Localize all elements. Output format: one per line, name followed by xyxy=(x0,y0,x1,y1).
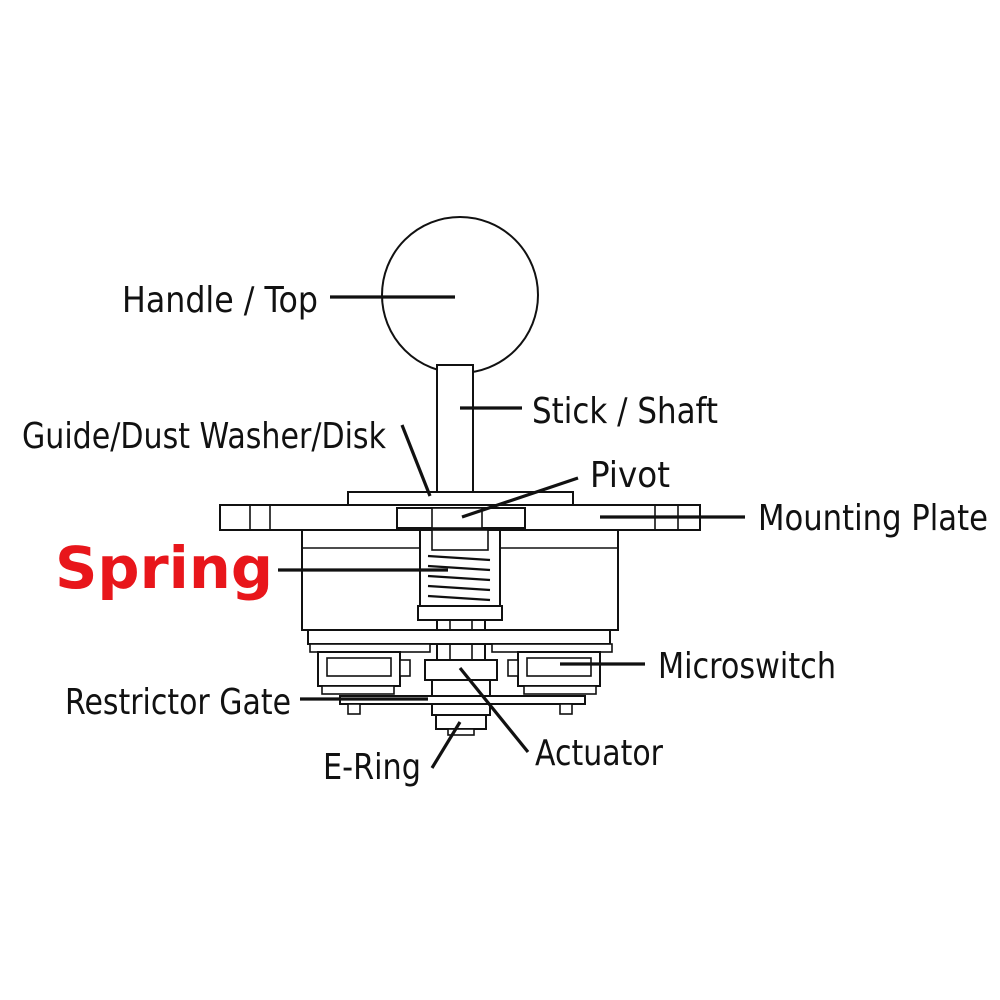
e-ring xyxy=(435,714,487,730)
label-microswitch: Microswitch xyxy=(658,646,836,687)
leader-e-ring xyxy=(430,721,462,769)
spring-column xyxy=(419,529,501,607)
label-actuator: Actuator xyxy=(535,733,663,774)
leader-lines xyxy=(278,295,745,769)
label-guide: Guide/Dust Washer/Disk xyxy=(22,416,386,457)
label-pivot: Pivot xyxy=(590,455,670,496)
pivot-collar xyxy=(431,507,483,529)
handle-ball xyxy=(381,216,539,374)
leader-pivot xyxy=(461,476,579,519)
label-e-ring: E-Ring xyxy=(323,747,421,788)
spring-seat xyxy=(417,605,503,621)
label-handle: Handle / Top xyxy=(122,280,318,321)
guide-washer xyxy=(347,491,574,506)
microswitch-left xyxy=(317,651,411,695)
label-restrictor-gate: Restrictor Gate xyxy=(65,682,291,723)
stick-shaft xyxy=(436,364,474,496)
label-shaft: Stick / Shaft xyxy=(532,391,718,432)
leader-guide xyxy=(400,424,432,497)
label-mounting-plate: Mounting Plate xyxy=(758,498,988,539)
leader-actuator xyxy=(458,666,530,754)
microswitch-right xyxy=(507,651,601,695)
shaft-tip xyxy=(447,728,475,736)
label-spring: Spring xyxy=(55,534,273,602)
